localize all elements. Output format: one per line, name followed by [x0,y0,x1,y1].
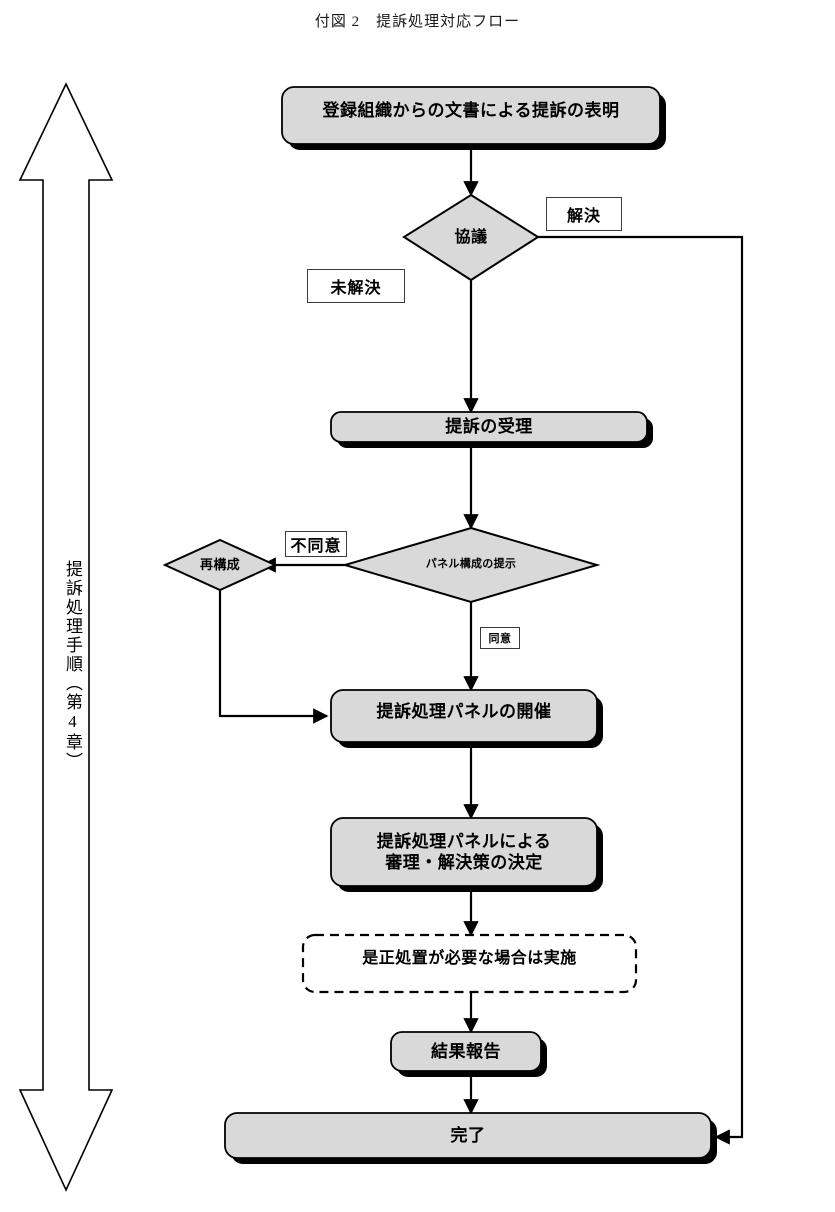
connector-lines [218,144,744,1145]
node-result-report[interactable] [390,1031,547,1077]
node-complete[interactable] [224,1112,717,1164]
node-acceptance[interactable] [330,411,653,448]
page-title: 付図 2 提訴処理対応フロー [314,14,521,30]
edge-label-unresolved: 未解決 [307,269,405,303]
node-panel-held[interactable] [330,689,603,748]
edge-recompose-panelheld [218,590,329,724]
node-declaration[interactable] [281,86,666,150]
node-panel-decision[interactable] [330,817,603,892]
node-consultation[interactable] [402,193,540,282]
edge-label-disagree: 不同意 [285,531,347,557]
edge-label-agree: 同意 [480,627,520,649]
edge-consultation-complete [538,235,744,1145]
process-scope-arrow [18,82,114,1192]
node-corrective-action[interactable] [301,933,638,994]
edge-label-resolved: 解決 [546,197,622,231]
node-recompose[interactable] [162,538,278,592]
node-panel-proposal[interactable] [341,526,601,604]
process-scope-label: 提訴処理手順（第4章） [63,559,82,771]
